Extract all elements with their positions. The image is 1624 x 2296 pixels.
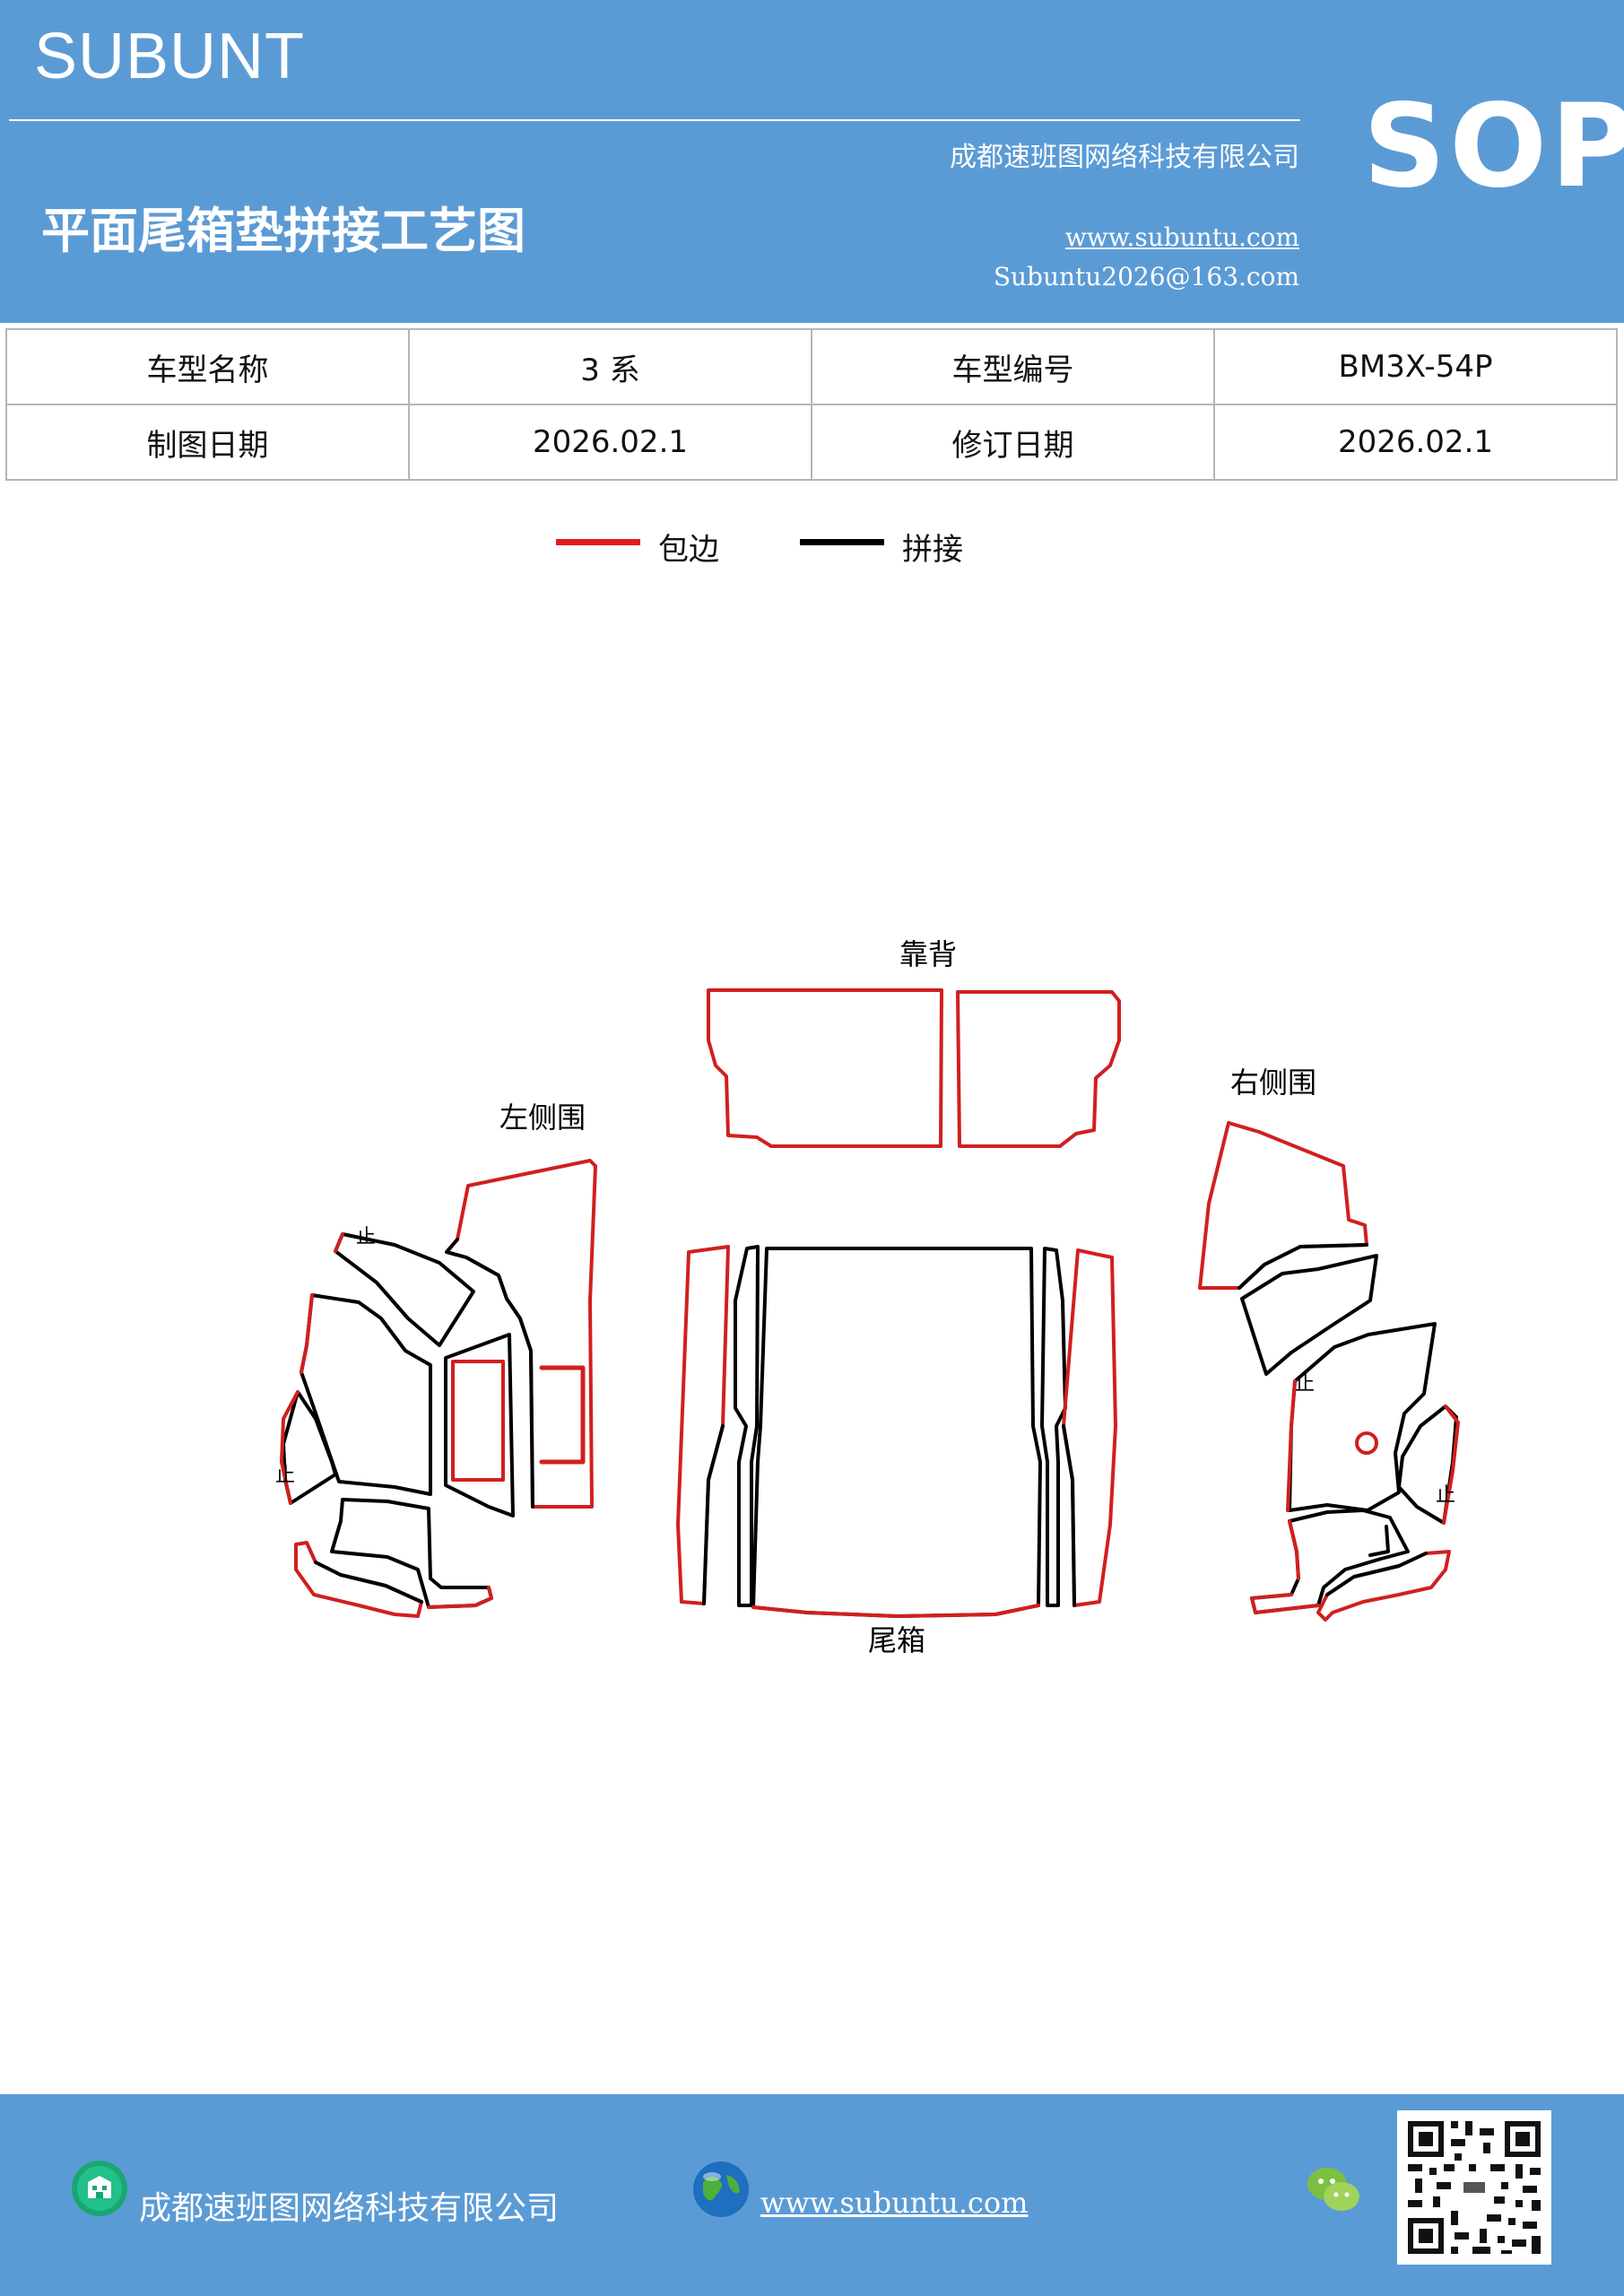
table-row: 车型名称 3 系 车型编号 BM3X-54P bbox=[5, 328, 1618, 405]
trunk-inner-left-strip bbox=[734, 1245, 760, 1607]
table-cell: 制图日期 bbox=[5, 404, 410, 481]
table-cell: 车型编号 bbox=[811, 328, 1215, 405]
left-side-main-panel-edge bbox=[300, 1293, 314, 1374]
document-title: 平面尾箱垫拼接工艺图 bbox=[41, 203, 525, 259]
right-side-inner-seam bbox=[1368, 1525, 1390, 1557]
left-side-tall-panel bbox=[445, 1159, 597, 1509]
label-left-side: 左侧围 bbox=[499, 1100, 586, 1135]
right-side-main-panel bbox=[1288, 1322, 1437, 1512]
left-side-left-wedge-edge bbox=[280, 1390, 300, 1505]
left-side-main-panel bbox=[300, 1293, 432, 1496]
left-side-bottom-panel bbox=[330, 1498, 493, 1609]
left-side-upper-wedge-edge bbox=[334, 1232, 344, 1253]
backrest-left-panel bbox=[707, 988, 943, 1148]
header-banner: SUBUNT 成都速班图网络科技有限公司 平面尾箱垫拼接工艺图 www.subu… bbox=[0, 0, 1624, 323]
right-side-main-panel-edge bbox=[1286, 1379, 1297, 1512]
company-name: 成都速班图网络科技有限公司 bbox=[950, 142, 1299, 173]
trunk-outer-right-strip-seam bbox=[1062, 1424, 1076, 1607]
right-side-right-wedge-edge bbox=[1442, 1405, 1460, 1525]
right-side-bottom-panel-edge bbox=[1250, 1519, 1320, 1614]
right-side-hole bbox=[1355, 1431, 1378, 1455]
stop-mark: 止 bbox=[1436, 1484, 1455, 1507]
label-right-side: 右侧围 bbox=[1230, 1065, 1316, 1100]
trunk-main-panel bbox=[751, 1247, 1042, 1618]
email-address: Subuntu2026@163.com bbox=[993, 262, 1299, 291]
left-side-bottom-strip-seam bbox=[314, 1561, 423, 1604]
left-side-middle-panel bbox=[444, 1333, 515, 1518]
left-side-bottom-panel-edge bbox=[427, 1586, 493, 1609]
legend-swatch-seam bbox=[800, 539, 884, 545]
left-side-bottom-strip bbox=[294, 1541, 423, 1618]
footer-website-link[interactable]: www.subuntu.com bbox=[760, 2186, 1029, 2220]
globe-icon bbox=[693, 2161, 749, 2217]
header-divider bbox=[9, 119, 1300, 121]
legend-label-seam: 拼接 bbox=[902, 532, 963, 568]
website-link[interactable]: www.subuntu.com bbox=[1064, 222, 1299, 252]
vehicle-info-table: 车型名称 3 系 车型编号 BM3X-54P 制图日期 2026.02.1 修订… bbox=[5, 328, 1618, 481]
label-trunk: 尾箱 bbox=[868, 1623, 925, 1657]
qr-code bbox=[1397, 2110, 1551, 2265]
right-side-bottom-strip-seam bbox=[1325, 1552, 1428, 1596]
table-row: 制图日期 2026.02.1 修订日期 2026.02.1 bbox=[5, 404, 1618, 481]
table-cell: 3 系 bbox=[408, 328, 812, 405]
table-cell: 2026.02.1 bbox=[1213, 404, 1618, 481]
right-side-bottom-panel bbox=[1250, 1509, 1410, 1614]
stop-mark: 止 bbox=[1295, 1373, 1315, 1396]
table-cell: 车型名称 bbox=[5, 328, 410, 405]
legend: 包边 拼接 bbox=[0, 525, 1624, 570]
right-side-top-panel-seam bbox=[1238, 1243, 1368, 1290]
table-cell: BM3X-54P bbox=[1213, 328, 1618, 405]
left-side-upper-wedge bbox=[334, 1232, 475, 1347]
backrest-right-panel bbox=[956, 990, 1121, 1148]
right-side-right-wedge bbox=[1397, 1405, 1458, 1525]
left-side-group: 左侧围 止 止 bbox=[275, 1100, 597, 1618]
legend-swatch-edge bbox=[556, 539, 640, 545]
trunk-group: 尾箱 bbox=[676, 1245, 1117, 1657]
trunk-outer-right-strip bbox=[1062, 1248, 1117, 1607]
backrest-group: 靠背 bbox=[707, 937, 1121, 1148]
left-side-tall-panel-seam bbox=[445, 1238, 534, 1509]
left-side-bracket bbox=[539, 1365, 586, 1465]
trunk-outer-left-strip-seam bbox=[702, 1424, 725, 1605]
footer-company-name: 成都速班图网络科技有限公司 bbox=[139, 2190, 560, 2227]
table-cell: 修订日期 bbox=[811, 404, 1215, 481]
right-side-group: 右侧围 止 止 bbox=[1198, 1065, 1460, 1622]
trunk-main-panel-edge bbox=[751, 1604, 1040, 1618]
table-cell: 2026.02.1 bbox=[408, 404, 812, 481]
building-icon bbox=[72, 2161, 127, 2216]
legend-label-edge: 包边 bbox=[658, 532, 719, 568]
brand-name: SUBUNT bbox=[34, 21, 306, 92]
trunk-inner-right-strip bbox=[1040, 1247, 1067, 1607]
cutting-diagram: 靠背 尾箱 左侧围 止 bbox=[275, 937, 1460, 1657]
sop-badge: SOP bbox=[1363, 80, 1624, 213]
trunk-outer-left-strip bbox=[676, 1245, 730, 1605]
footer-banner: 成都速班图网络科技有限公司 www.subuntu.com bbox=[0, 2094, 1624, 2296]
stop-mark: 止 bbox=[356, 1226, 376, 1248]
label-backrest: 靠背 bbox=[899, 937, 957, 971]
stop-mark: 止 bbox=[275, 1465, 295, 1487]
wechat-icon bbox=[1307, 2168, 1359, 2211]
right-side-upper-wedge bbox=[1240, 1254, 1378, 1376]
left-side-cutout-rect bbox=[451, 1360, 505, 1482]
